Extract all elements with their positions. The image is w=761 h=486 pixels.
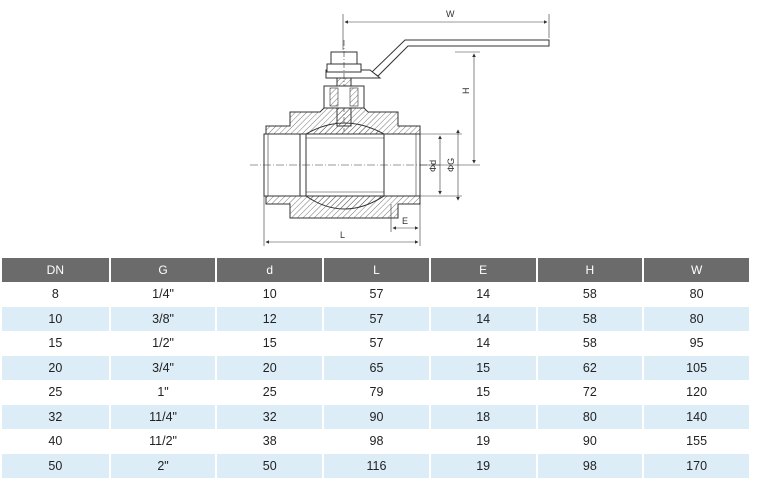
table-row: 50 2" 50 116 19 98 170	[2, 453, 749, 478]
cell-dn: 20	[2, 355, 109, 380]
cell-l: 116	[322, 453, 429, 478]
cell-d: 12	[215, 306, 323, 331]
cell-l: 57	[322, 306, 429, 331]
stem-nut	[323, 40, 365, 132]
dim-label-h: H	[461, 88, 471, 95]
table-row: 15 1/2" 15 57 14 58 95	[2, 331, 749, 356]
cell-e: 14	[428, 331, 536, 356]
cell-d: 20	[215, 355, 323, 380]
dim-label-g: ΦG	[446, 158, 456, 172]
cell-g: 3/8"	[108, 306, 216, 331]
cell-e: 15	[428, 355, 536, 380]
column-header-w: W	[642, 258, 749, 282]
cell-w: 155	[642, 429, 749, 454]
dim-label-e: E	[402, 216, 408, 226]
cell-g: 1"	[108, 380, 216, 405]
column-header-d: d	[215, 258, 323, 282]
cell-w: 105	[642, 355, 749, 380]
cell-e: 15	[428, 380, 536, 405]
cell-dn: 40	[48, 434, 63, 449]
table-row: 10 3/8" 12 57 14 58 80	[2, 306, 749, 331]
cell-g: 1/2"	[108, 331, 216, 356]
cell-h: 58	[535, 306, 643, 331]
cell-dn: 8	[51, 287, 59, 302]
cell-e: 14	[428, 306, 536, 331]
column-header-h: H	[535, 258, 643, 282]
cell-dn: 32	[2, 404, 109, 429]
table-row: 40 11/2" 38 98 19 90 155	[2, 429, 749, 454]
cell-h: 90	[535, 429, 643, 454]
table-row: 25 1" 25 79 15 72 120	[2, 380, 749, 405]
cell-e: 19	[428, 429, 536, 454]
dimension-table: DN G d L E H W 8 1/4" 10 57 14 58 80 10 …	[2, 258, 749, 478]
cell-w: 95	[642, 331, 749, 356]
column-header-e: E	[428, 258, 536, 282]
cell-h: 80	[535, 404, 643, 429]
valve-body	[250, 107, 440, 219]
cell-w: 140	[642, 404, 749, 429]
cell-l: 98	[322, 429, 429, 454]
cell-d: 15	[215, 331, 322, 356]
cell-g: 2"	[108, 453, 216, 478]
cell-d: 50	[215, 453, 323, 478]
cell-h: 58	[535, 331, 643, 356]
cell-e: 14	[428, 282, 536, 307]
cell-l: 79	[322, 380, 429, 405]
cell-l: 57	[322, 331, 429, 356]
cell-e: 18	[428, 404, 536, 429]
cell-d: 32	[215, 404, 323, 429]
cell-dn: 50	[2, 453, 109, 478]
cell-d: 10	[215, 282, 322, 307]
cell-h: 58	[535, 282, 643, 307]
cell-w: 80	[642, 306, 749, 331]
column-header-dn: DN	[2, 258, 109, 282]
cell-w: 170	[642, 453, 749, 478]
cell-d: 25	[215, 380, 322, 405]
dim-label-l: L	[340, 230, 345, 240]
cell-l: 65	[322, 355, 429, 380]
cell-d: 38	[215, 429, 322, 454]
cell-e: 19	[428, 453, 536, 478]
table-row: 20 3/4" 20 65 15 62 105	[2, 355, 749, 380]
cell-g: 11/2"	[108, 429, 216, 454]
cell-h: 62	[535, 355, 643, 380]
cell-h: 98	[535, 453, 643, 478]
table-row: 8 1/4" 10 57 14 58 80	[2, 282, 749, 307]
dim-label-w: W	[446, 9, 455, 19]
cell-g: 3/4"	[108, 355, 216, 380]
cell-w: 120	[642, 380, 749, 405]
cell-dn: 10	[2, 306, 109, 331]
table-row: 32 11/4" 32 90 18 80 140	[2, 404, 749, 429]
column-header-g: G	[108, 258, 216, 282]
cell-dn: 25	[48, 385, 63, 400]
cell-l: 57	[322, 282, 429, 307]
cell-g: 11/4"	[108, 404, 216, 429]
cell-g: 1/4"	[108, 282, 216, 307]
cell-l: 90	[322, 404, 429, 429]
cell-w: 80	[642, 282, 749, 307]
cell-dn: 15	[48, 336, 63, 351]
cell-h: 72	[535, 380, 643, 405]
table-header-row: DN G d L E H W	[2, 258, 749, 282]
column-header-l: L	[322, 258, 429, 282]
ball-valve-drawing: W H Φd ΦG E L	[250, 9, 550, 246]
dim-label-d: Φd	[428, 160, 438, 172]
dimension-lines	[263, 14, 550, 246]
